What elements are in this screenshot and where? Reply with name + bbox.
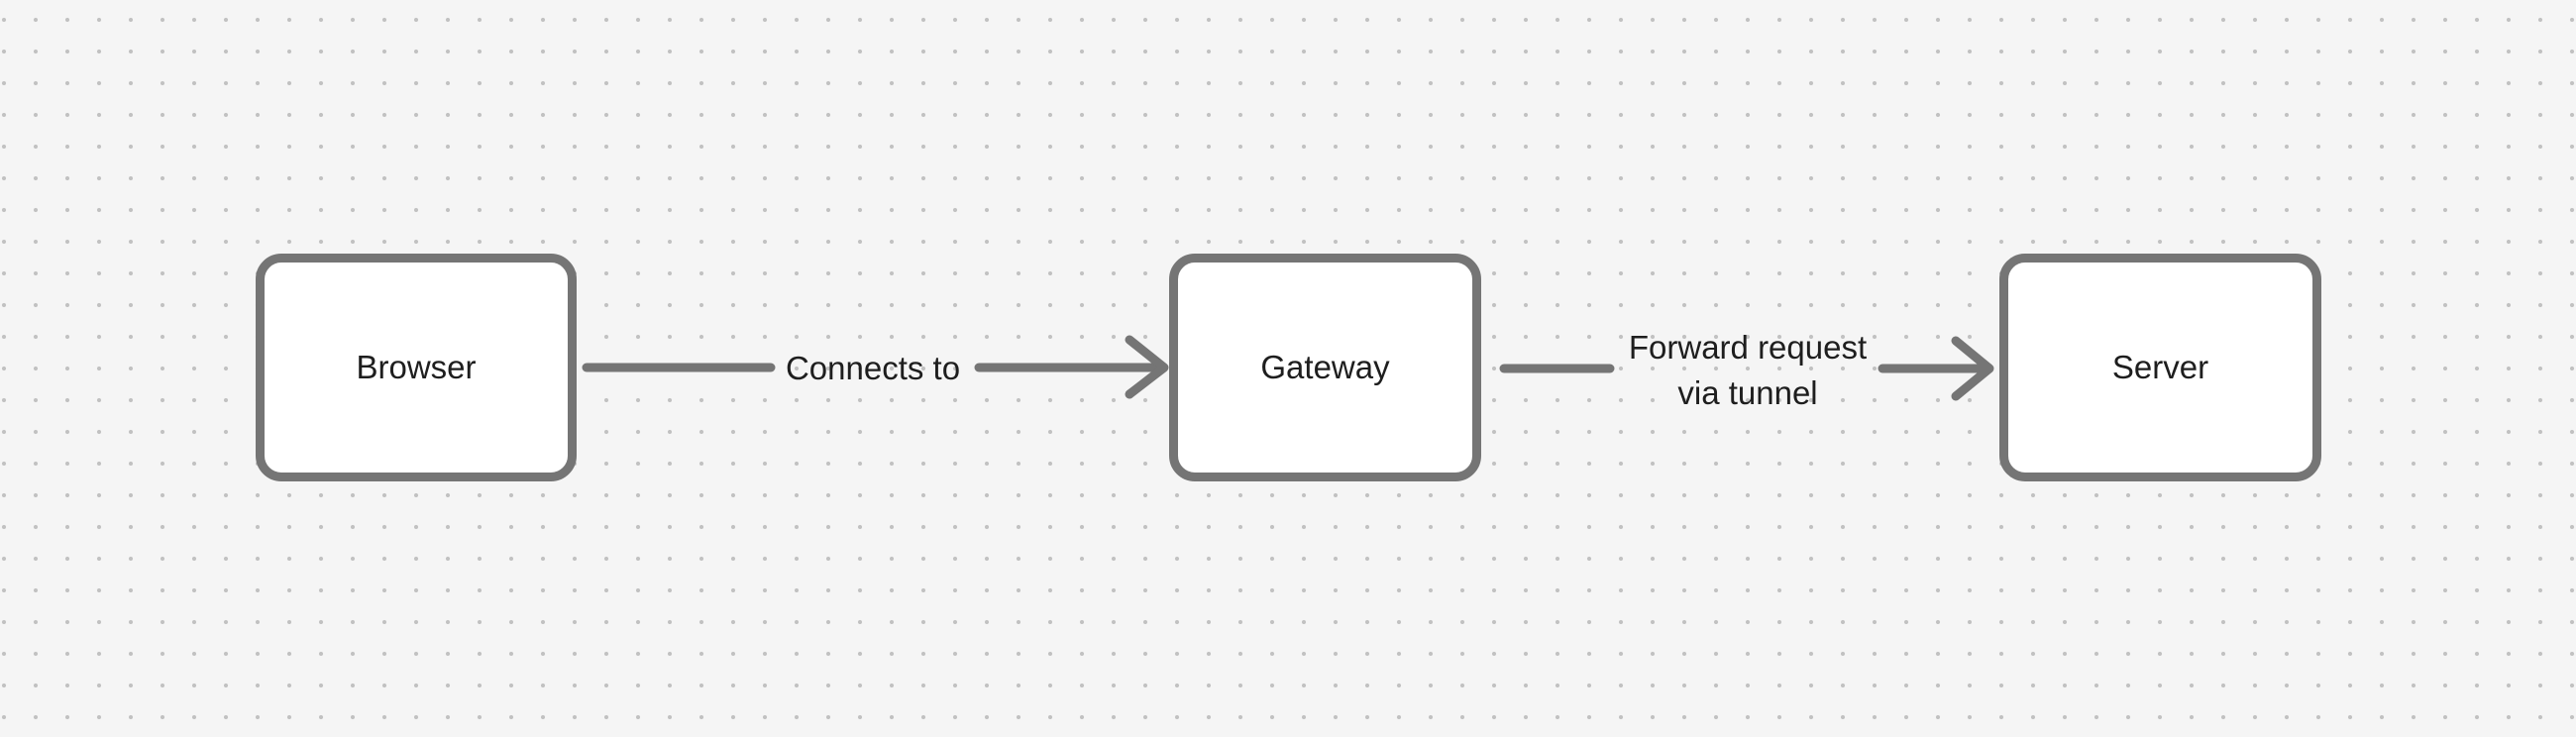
arrowhead-icon[interactable]	[1951, 336, 1994, 401]
node-server[interactable]: Server	[1999, 254, 2321, 481]
node-browser-label: Browser	[356, 349, 477, 385]
node-browser[interactable]: Browser	[256, 254, 577, 481]
connector-label-forward-request[interactable]: Forward request via tunnel	[1629, 325, 1867, 416]
connector-label-connects-to[interactable]: Connects to	[785, 350, 961, 386]
connector-label-line-1: Forward request	[1628, 329, 1868, 366]
node-server-label: Server	[2111, 349, 2209, 385]
arrowhead-icon[interactable]	[1125, 335, 1169, 399]
node-gateway[interactable]: Gateway	[1169, 254, 1481, 481]
node-gateway-label: Gateway	[1260, 349, 1390, 385]
connector-label-line-2: via tunnel	[1677, 374, 1818, 411]
